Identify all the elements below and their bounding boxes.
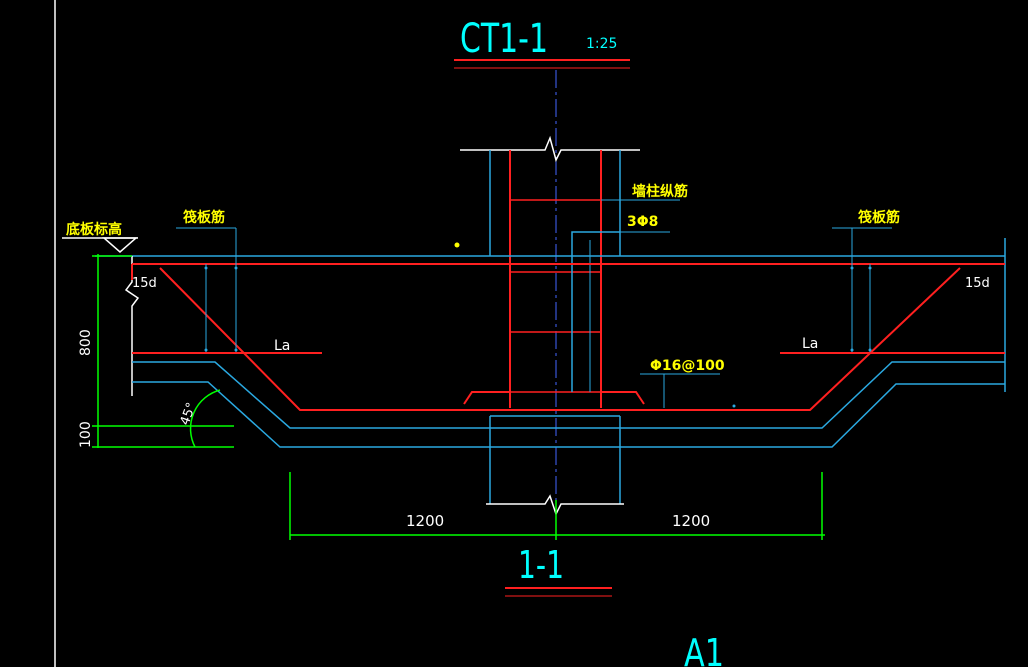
dimension-100: 100 bbox=[78, 421, 94, 448]
drawing-scale: 1:25 bbox=[586, 36, 617, 52]
bend-label-left: 15d bbox=[132, 276, 157, 291]
column-rebar-hook-right bbox=[601, 391, 645, 405]
vertical-dimension bbox=[92, 254, 234, 448]
angle-arc bbox=[189, 389, 221, 448]
elevation-marker-icon bbox=[102, 237, 138, 253]
anchor-label-right: La bbox=[802, 336, 818, 352]
bottom-bar-label: Φ16@100 bbox=[650, 358, 725, 374]
section-label: 1-1 bbox=[518, 543, 564, 587]
column-stirrups bbox=[510, 199, 601, 393]
dimension-1200-right: 1200 bbox=[672, 512, 710, 530]
raft-rebar-label-right: 筏板筋 bbox=[858, 209, 900, 226]
rebar-dots bbox=[204, 266, 872, 408]
stirrup-label: 3Φ8 bbox=[627, 214, 658, 230]
anchor-label-left: La bbox=[274, 338, 290, 354]
raft-rebar-label-left: 筏板筋 bbox=[183, 209, 225, 226]
dimension-800: 800 bbox=[78, 329, 94, 356]
wall-column-rebar-label: 墙柱纵筋 bbox=[632, 183, 688, 200]
dimension-1200-left: 1200 bbox=[406, 512, 444, 530]
angle-label: 45° bbox=[178, 401, 200, 428]
column-break-line-top bbox=[460, 135, 640, 163]
pile-break-line bbox=[486, 494, 624, 516]
bottom-elevation-label: 底板标高 bbox=[66, 221, 122, 238]
column-rebar-hook-left bbox=[463, 391, 510, 405]
bend-label-right: 15d bbox=[965, 276, 990, 291]
point-marker bbox=[454, 242, 460, 248]
horizontal-dimension bbox=[289, 472, 825, 540]
grid-label: A1 bbox=[684, 631, 724, 667]
pit-outline-inner bbox=[132, 361, 1005, 429]
pit-bottom-rebar bbox=[159, 267, 961, 411]
column-inner-rebar bbox=[571, 231, 620, 392]
leader-lines bbox=[176, 199, 892, 408]
pit-outline-outer bbox=[132, 381, 1005, 448]
drawing-title: CT1-1 bbox=[460, 16, 548, 62]
